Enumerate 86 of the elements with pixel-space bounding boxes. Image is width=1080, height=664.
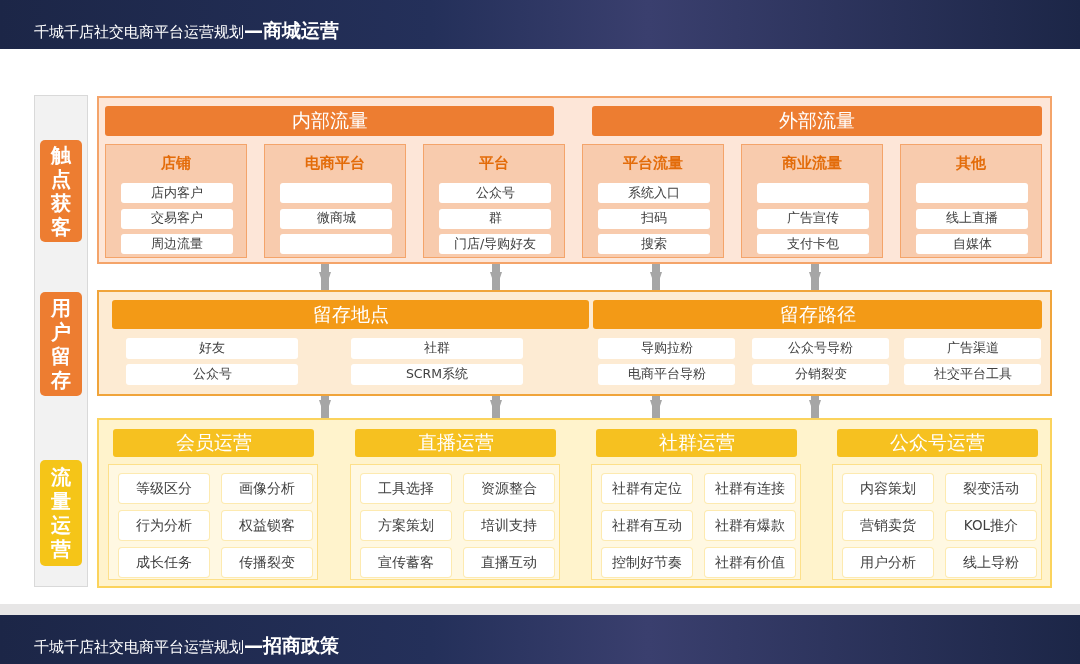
item-tag: 方案策划 xyxy=(361,511,451,540)
flow-arrow xyxy=(319,396,331,418)
group-card xyxy=(108,464,318,580)
flow-arrow xyxy=(809,396,821,418)
item-tag: SCRM系统 xyxy=(351,364,523,385)
flow-arrow xyxy=(650,396,662,418)
item-tag: 控制好节奏 xyxy=(602,548,692,577)
item-tag: 社群有互动 xyxy=(602,511,692,540)
item-tag: 社群有价值 xyxy=(705,548,795,577)
flow-arrow xyxy=(319,264,331,290)
item-tag: 公众号导粉 xyxy=(752,338,889,359)
item-tag: 公众号 xyxy=(126,364,298,385)
item-tag: 权益锁客 xyxy=(222,511,312,540)
category-card: 商业流量 广告宣传 支付卡包 xyxy=(741,144,883,258)
item-tag: 内容策划 xyxy=(843,474,933,503)
item-tag: 广告渠道 xyxy=(904,338,1041,359)
section-header: 外部流量 xyxy=(592,106,1042,136)
item-tag: 门店/导购好友 xyxy=(439,234,551,254)
item-tag: 公众号 xyxy=(439,183,551,203)
item-tag: 画像分析 xyxy=(222,474,312,503)
page-title: 千城千店社交电商平台运营规划—商城运营 xyxy=(34,18,339,43)
footer-title: 千城千店社交电商平台运营规划—招商政策 xyxy=(34,633,339,658)
item-tag: 传播裂变 xyxy=(222,548,312,577)
item-tag: 线上直播 xyxy=(916,208,1028,229)
item-tag: 分销裂变 xyxy=(752,364,889,385)
item-tag: 交易客户 xyxy=(121,208,233,229)
item-tag: 支付卡包 xyxy=(757,234,869,254)
item-tag: KOL推介 xyxy=(946,511,1036,540)
section-header: 内部流量 xyxy=(105,106,554,136)
group-header: 直播运营 xyxy=(355,429,556,457)
item-tag xyxy=(916,183,1028,203)
section-header: 留存路径 xyxy=(593,300,1042,329)
item-tag: 资源整合 xyxy=(464,474,554,503)
group-card xyxy=(350,464,560,580)
flow-arrow xyxy=(490,264,502,290)
item-tag xyxy=(757,183,869,203)
flow-arrow xyxy=(490,396,502,418)
item-tag: 店内客户 xyxy=(121,183,233,203)
category-card: 店铺 店内客户 交易客户 周边流量 xyxy=(105,144,247,258)
item-tag: 群 xyxy=(439,208,551,229)
item-tag: 培训支持 xyxy=(464,511,554,540)
side-label: 用户留存 xyxy=(40,292,82,396)
item-tag: 自媒体 xyxy=(916,234,1028,254)
item-tag: 直播互动 xyxy=(464,548,554,577)
item-tag xyxy=(280,234,392,254)
group-header: 社群运营 xyxy=(596,429,797,457)
category-card: 电商平台 微商城 xyxy=(264,144,406,258)
item-tag: 裂变活动 xyxy=(946,474,1036,503)
item-tag: 工具选择 xyxy=(361,474,451,503)
item-tag: 社交平台工具 xyxy=(904,364,1041,385)
item-tag: 行为分析 xyxy=(119,511,209,540)
category-card: 平台 公众号 群 门店/导购好友 xyxy=(423,144,565,258)
section-header: 留存地点 xyxy=(112,300,589,329)
item-tag: 搜索 xyxy=(598,234,710,254)
group-card xyxy=(832,464,1042,580)
flow-arrow xyxy=(809,264,821,290)
group-header: 公众号运营 xyxy=(837,429,1038,457)
item-tag: 成长任务 xyxy=(119,548,209,577)
item-tag: 社群 xyxy=(351,338,523,359)
item-tag: 好友 xyxy=(126,338,298,359)
item-tag: 宣传蓄客 xyxy=(361,548,451,577)
item-tag: 社群有连接 xyxy=(705,474,795,503)
item-tag: 导购拉粉 xyxy=(598,338,735,359)
item-tag: 社群有定位 xyxy=(602,474,692,503)
item-tag: 等级区分 xyxy=(119,474,209,503)
item-tag: 社群有爆款 xyxy=(705,511,795,540)
item-tag: 线上导粉 xyxy=(946,548,1036,577)
section-panel xyxy=(97,96,1052,264)
item-tag: 电商平台导粉 xyxy=(598,364,735,385)
flow-arrow xyxy=(650,264,662,290)
item-tag: 周边流量 xyxy=(121,234,233,254)
item-tag: 用户分析 xyxy=(843,548,933,577)
section-panel xyxy=(97,290,1052,396)
group-header: 会员运营 xyxy=(113,429,314,457)
side-label: 流量运营 xyxy=(40,460,82,566)
item-tag: 扫码 xyxy=(598,208,710,229)
group-card xyxy=(591,464,801,580)
item-tag: 系统入口 xyxy=(598,183,710,203)
item-tag: 广告宣传 xyxy=(757,208,869,229)
side-label: 触点获客 xyxy=(40,140,82,242)
item-tag: 营销卖货 xyxy=(843,511,933,540)
category-card: 平台流量 系统入口 扫码 搜索 xyxy=(582,144,724,258)
category-card: 其他 线上直播 自媒体 xyxy=(900,144,1042,258)
item-tag xyxy=(280,183,392,203)
section-panel xyxy=(97,418,1052,588)
item-tag: 微商城 xyxy=(280,208,392,229)
